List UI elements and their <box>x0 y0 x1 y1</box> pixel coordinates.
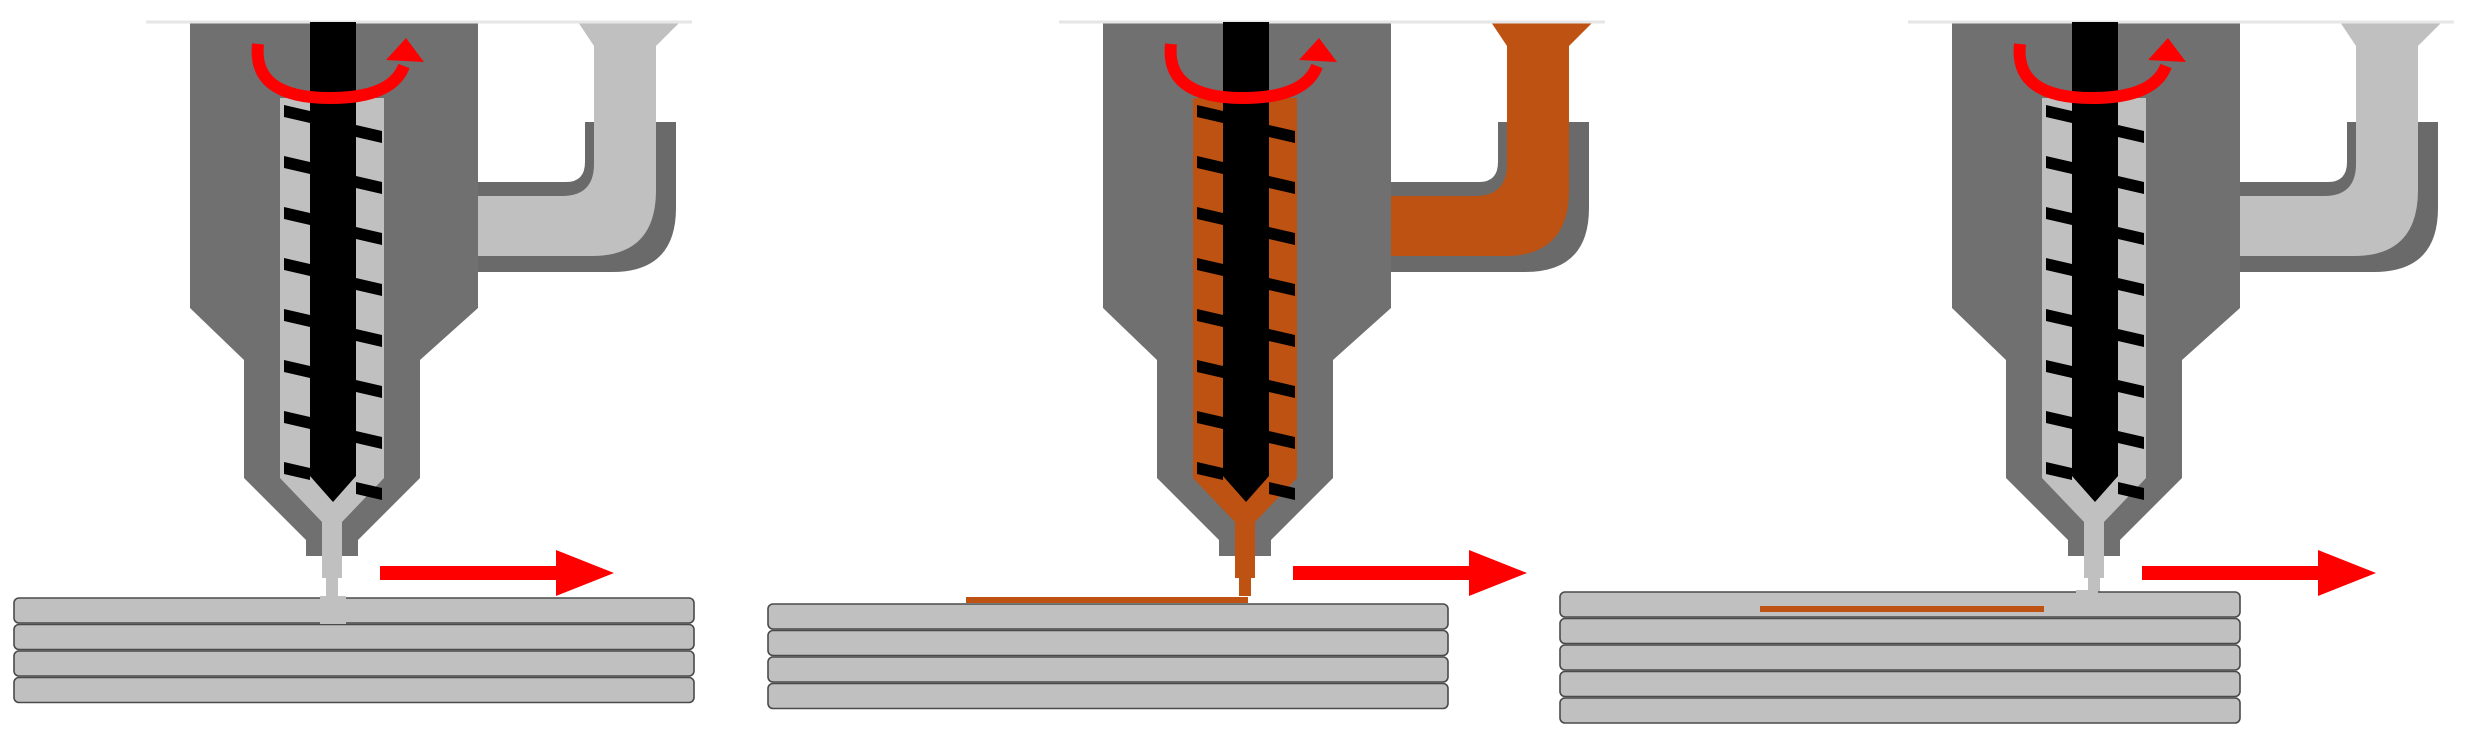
screw-flight <box>284 462 310 480</box>
screw-flight <box>2046 258 2072 276</box>
panel-3 <box>1908 20 2454 596</box>
rotation-arrow <box>1164 43 1323 105</box>
printed-layer <box>1559 644 2241 671</box>
screw-shaft <box>2072 22 2118 502</box>
hopper-funnel <box>578 22 680 46</box>
screw-flight <box>1197 309 1223 327</box>
screw-flight <box>284 258 310 276</box>
nozzle-outlet <box>2088 540 2100 596</box>
rotation-arrow-head <box>1299 38 1337 62</box>
nozzle-outlet <box>326 540 338 596</box>
screw-flight <box>1197 105 1223 123</box>
screw-flight <box>356 380 382 398</box>
screw-flight <box>1197 360 1223 378</box>
screw-flight <box>2118 329 2144 347</box>
panel-3-layer-stack <box>1559 591 2241 724</box>
hopper-funnel <box>1491 22 1593 46</box>
panel-1 <box>146 20 692 596</box>
screw-flight <box>1197 411 1223 429</box>
screw-flight <box>1269 125 1295 143</box>
hopper-funnel <box>2340 22 2442 46</box>
screw-flight <box>356 431 382 449</box>
extruded-bead <box>320 596 346 624</box>
motion-arrow-head <box>2318 550 2376 596</box>
screw-flight <box>1197 207 1223 225</box>
screw-flight <box>2118 176 2144 194</box>
panel-2 <box>1059 20 1605 596</box>
screw-shaft <box>310 22 356 502</box>
printed-layer <box>1559 591 2241 618</box>
screw-flight <box>2118 278 2144 296</box>
screw-flight <box>284 411 310 429</box>
screw-flight <box>1269 380 1295 398</box>
screw-flight <box>2118 125 2144 143</box>
screw-flight <box>1197 156 1223 174</box>
screw-flight <box>1269 176 1295 194</box>
screw-flight <box>356 329 382 347</box>
screw-flight <box>356 482 382 500</box>
motion-arrow-head <box>556 550 614 596</box>
printed-layer <box>13 650 695 677</box>
screw-flight <box>284 105 310 123</box>
screw-flight <box>356 278 382 296</box>
screw-flight <box>1269 329 1295 347</box>
screw-flight <box>284 207 310 225</box>
deposited-trace <box>1760 606 2044 612</box>
rotation-arrow-head <box>2148 38 2186 62</box>
printed-layer <box>767 603 1449 630</box>
printed-layer <box>1559 617 2241 645</box>
screw-flight <box>284 309 310 327</box>
screw-flight <box>2118 227 2144 245</box>
screw-flight <box>1269 227 1295 245</box>
screw-flight <box>1269 482 1295 500</box>
printed-layer <box>767 682 1449 710</box>
nozzle-outlet <box>1239 540 1251 596</box>
motion-arrow-shaft <box>380 566 560 580</box>
printed-layer <box>1559 670 2241 698</box>
screw-flight <box>356 227 382 245</box>
screw-flight <box>2118 482 2144 500</box>
panel-2-layer-stack <box>767 603 1449 710</box>
screw-flight <box>1197 462 1223 480</box>
printed-layer <box>13 676 695 704</box>
extruded-bead <box>2076 590 2098 612</box>
motion-arrow-head <box>1469 550 1527 596</box>
printed-layer <box>1559 697 2241 724</box>
screw-flight <box>356 176 382 194</box>
screw-flight <box>1269 278 1295 296</box>
motion-arrow-shaft <box>2142 566 2322 580</box>
screw-flight <box>2118 431 2144 449</box>
screw-flight <box>1197 258 1223 276</box>
deposited-trace <box>966 597 1248 603</box>
screw-flight <box>2046 105 2072 123</box>
screw-flight <box>2046 462 2072 480</box>
screw-flight <box>2046 411 2072 429</box>
screw-flight <box>284 360 310 378</box>
screw-flight <box>2046 207 2072 225</box>
motion-arrow-shaft <box>1293 566 1473 580</box>
printed-layer <box>13 597 695 624</box>
panel-1-layer-stack <box>13 597 695 704</box>
screw-flight <box>1269 431 1295 449</box>
printed-layer <box>767 656 1449 683</box>
screw-flight <box>356 125 382 143</box>
screw-flight <box>284 156 310 174</box>
rotation-arrow-head <box>386 38 424 62</box>
rotation-arrow <box>2013 43 2172 105</box>
screw-flight <box>2118 380 2144 398</box>
screw-flight <box>2046 309 2072 327</box>
screw-flight <box>2046 360 2072 378</box>
rotation-arrow <box>251 43 410 105</box>
screw-flight <box>2046 156 2072 174</box>
printed-layer <box>767 629 1449 657</box>
printed-layer <box>13 623 695 651</box>
screw-shaft <box>1223 22 1269 502</box>
